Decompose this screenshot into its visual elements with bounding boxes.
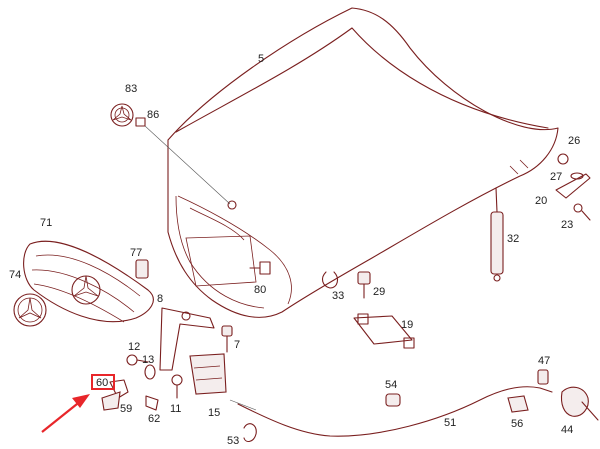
retainer-bracket xyxy=(353,313,415,349)
latch-plug xyxy=(249,261,271,275)
release-cable xyxy=(229,386,553,437)
hinge-bracket xyxy=(555,173,591,199)
callout-hinge-nut: 26 xyxy=(568,135,580,147)
hood-emblem xyxy=(110,103,134,127)
clip-62 xyxy=(145,395,159,411)
callout-hood: 5 xyxy=(258,53,264,65)
callout-latch-plug: 80 xyxy=(254,284,266,296)
grille-clip xyxy=(135,259,149,279)
cable-grommet xyxy=(385,393,401,407)
callout-sleeve: 47 xyxy=(538,355,550,367)
callout-gas-strut: 32 xyxy=(507,233,519,245)
gas-strut xyxy=(490,187,504,282)
cable-holder xyxy=(507,395,529,413)
callout-lock-bolt: 7 xyxy=(234,339,240,351)
callout-screw-11: 11 xyxy=(170,403,181,415)
callout-emblem-nut: 86 xyxy=(147,109,159,121)
callout-release-handle: 44 xyxy=(561,424,573,436)
callout-bracket-59: 59 xyxy=(120,403,132,415)
callout-clip-62: 62 xyxy=(148,413,160,425)
callout-buffer: 33 xyxy=(332,290,344,302)
callout-adjust-stop: 29 xyxy=(373,286,385,298)
callout-grille-clip: 77 xyxy=(130,247,142,259)
spring-13 xyxy=(144,364,156,380)
callout-catch-hook: 60 xyxy=(96,377,108,389)
adjust-stop xyxy=(357,271,371,299)
cable-clip xyxy=(243,423,257,443)
hood-latch xyxy=(189,353,227,395)
callout-latch-15: 15 xyxy=(208,407,220,419)
callout-cable-clip: 53 xyxy=(227,435,239,447)
callout-hinge-bracket: 20 xyxy=(535,195,547,207)
callout-hinge-bolt: 23 xyxy=(561,219,573,231)
hinge-nut xyxy=(557,153,569,165)
hinge-bolt xyxy=(573,203,591,221)
emblem-nut xyxy=(135,117,231,205)
grille-frame xyxy=(23,240,154,323)
callout-latch-bracket: 8 xyxy=(157,293,163,305)
latch-bracket xyxy=(159,307,215,371)
lock-bolt xyxy=(221,325,233,353)
callout-grille-frame: 71 xyxy=(40,217,52,229)
callout-cable-grommet: 54 xyxy=(385,379,397,391)
hood-panel xyxy=(167,7,559,318)
bracket-59 xyxy=(101,391,121,411)
callout-star-emblem: 74 xyxy=(9,269,21,281)
callout-bolt-12: 12 xyxy=(128,341,140,353)
callout-retainer: 19 xyxy=(401,319,413,331)
rubber-buffer xyxy=(321,271,339,289)
highlight-box xyxy=(91,374,115,390)
release-handle xyxy=(560,386,599,421)
red-arrow-icon xyxy=(41,394,90,433)
sleeve xyxy=(537,369,549,385)
bolt-12 xyxy=(126,354,149,366)
star-emblem xyxy=(13,293,47,327)
screw-11 xyxy=(171,374,183,399)
callout-cable-holder: 56 xyxy=(511,418,523,430)
callout-emblem: 83 xyxy=(125,83,137,95)
callout-washer: 27 xyxy=(550,171,562,183)
callout-spring-13: 13 xyxy=(142,354,154,366)
callout-release-cable: 51 xyxy=(444,417,456,429)
catch-hook xyxy=(109,379,129,399)
